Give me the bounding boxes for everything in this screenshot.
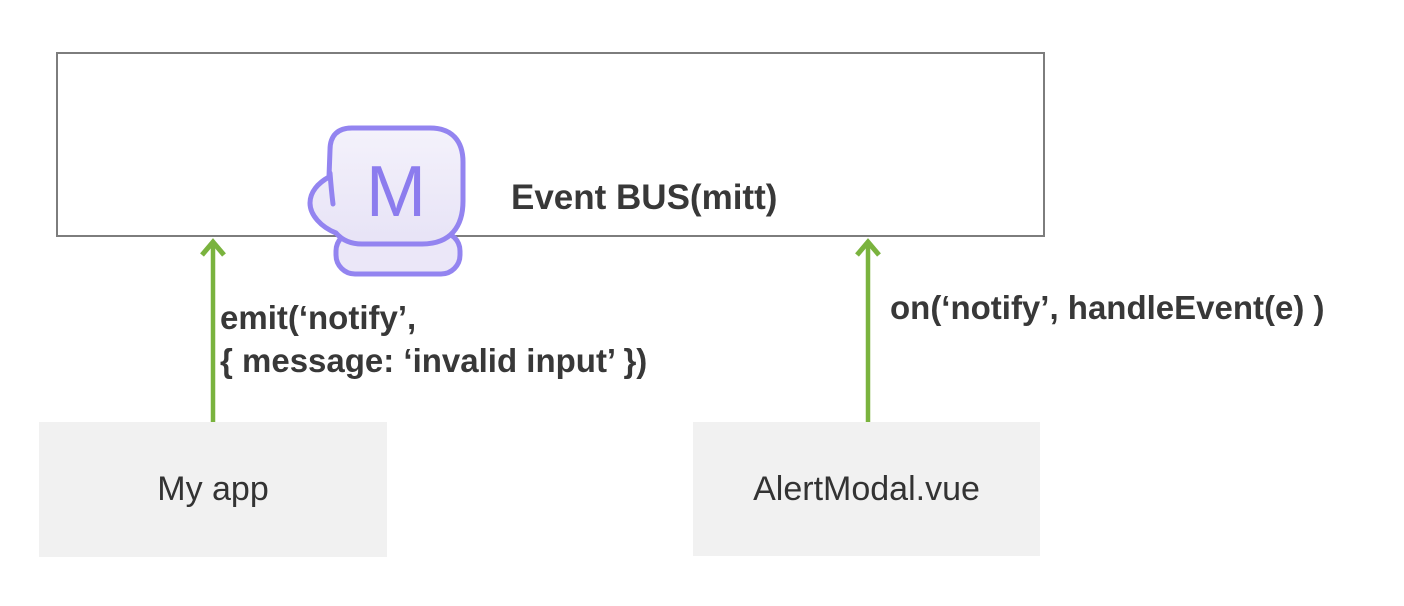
emit-arrow xyxy=(200,238,226,423)
emit-call-label-line1: emit(‘notify’, xyxy=(220,299,417,336)
alert-modal-node: AlertModal.vue xyxy=(693,422,1040,556)
on-arrow xyxy=(855,238,881,423)
mitt-letter-m: M xyxy=(366,152,426,232)
emit-arrow-head xyxy=(200,238,226,257)
alert-modal-node-label: AlertModal.vue xyxy=(753,469,980,508)
emit-call-label-line2: { message: ‘invalid input’ }) xyxy=(220,342,648,379)
event-bus-title: Event BUS(mitt) xyxy=(511,178,778,217)
emit-call-label: emit(‘notify’, { message: ‘invalid input… xyxy=(220,296,647,382)
on-arrow-head xyxy=(855,238,881,257)
mitt-logo-icon: M xyxy=(307,125,466,277)
my-app-node: My app xyxy=(39,422,387,557)
event-bus-box: M Event BUS(mitt) xyxy=(56,52,1045,277)
on-call-label: on(‘notify’, handleEvent(e) ) xyxy=(890,289,1325,326)
my-app-node-label: My app xyxy=(157,470,269,508)
mitt-inner-line xyxy=(327,170,336,207)
